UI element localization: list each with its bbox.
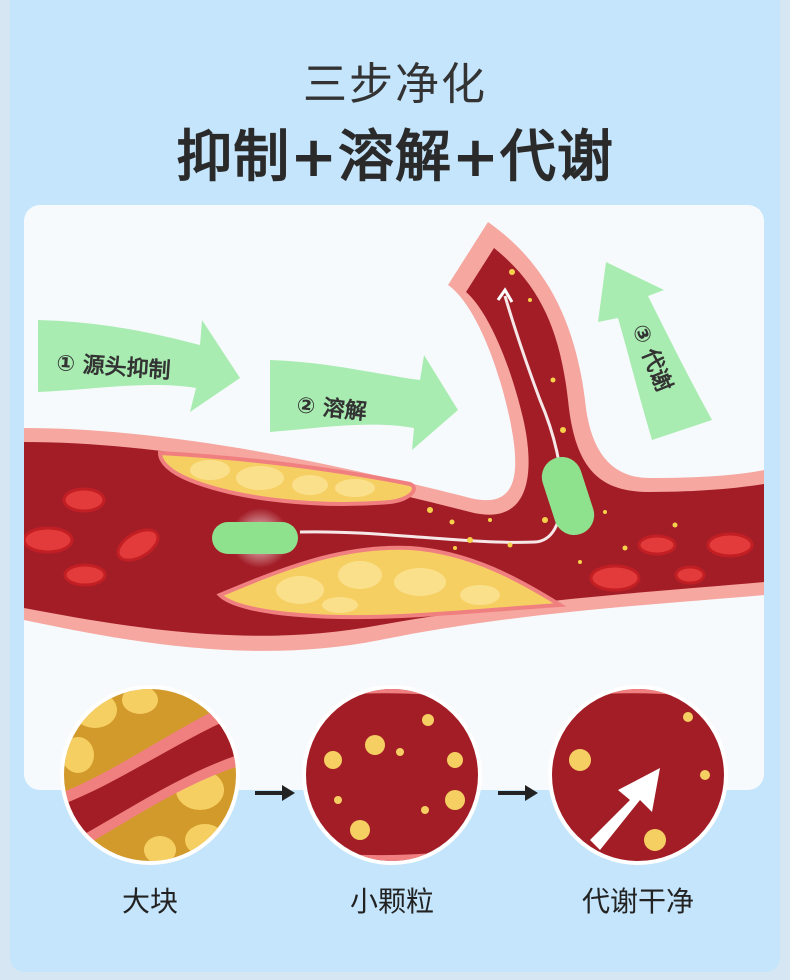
arrow-right-icon [498, 785, 538, 801]
dissolved-particles [427, 269, 678, 564]
vessel-lumen [24, 248, 764, 636]
clean-vessel-icon [548, 685, 728, 865]
page-subtitle: 三步净化 [303, 59, 487, 110]
capsule-2 [541, 456, 595, 536]
flow-arrow-head [496, 287, 514, 303]
arrow-right-icon [255, 785, 295, 801]
capsule-1 [212, 522, 298, 554]
plaque-block-icon [60, 685, 240, 865]
red-blood-cells [24, 487, 754, 592]
step-arrow-1 [38, 320, 240, 412]
lower-plaque-cells [276, 561, 500, 613]
small-particles-icon [302, 685, 482, 865]
page-title: 抑制+溶解+代谢 [176, 125, 614, 190]
step-arrow-3 [598, 262, 712, 440]
stage-label-1: 大块 [121, 885, 178, 918]
stage-label-2: 小颗粒 [349, 885, 434, 918]
step-arrow-2 [270, 355, 458, 450]
upper-plaque-cells [190, 460, 375, 497]
stage-label-3: 代谢干净 [581, 885, 694, 918]
